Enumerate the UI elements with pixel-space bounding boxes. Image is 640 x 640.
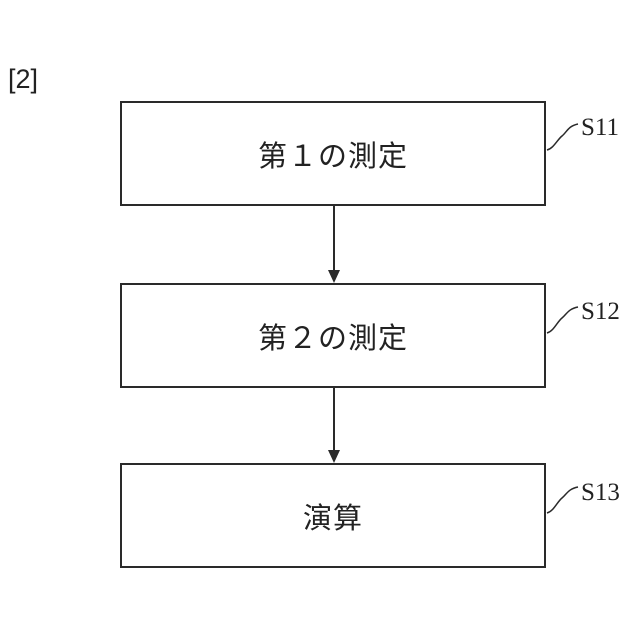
leader-line-s12	[547, 307, 578, 333]
leader-line-s13	[547, 487, 578, 513]
step-label-s13: S13	[581, 480, 620, 505]
arrow-s12-to-s13	[328, 388, 340, 463]
figure-label: [2]	[8, 66, 38, 93]
step-box-s11: 第１の測定	[120, 101, 546, 206]
step-text-s12: 第２の測定	[258, 315, 408, 357]
step-label-s11: S11	[581, 115, 619, 140]
arrow-s11-to-s12	[328, 206, 340, 283]
step-text-s11: 第１の測定	[258, 133, 408, 175]
step-box-s13: 演算	[120, 463, 546, 568]
step-label-s12: S12	[581, 299, 620, 324]
leader-line-s11	[547, 124, 578, 150]
step-box-s12: 第２の測定	[120, 283, 546, 388]
step-text-s13: 演算	[303, 495, 363, 537]
